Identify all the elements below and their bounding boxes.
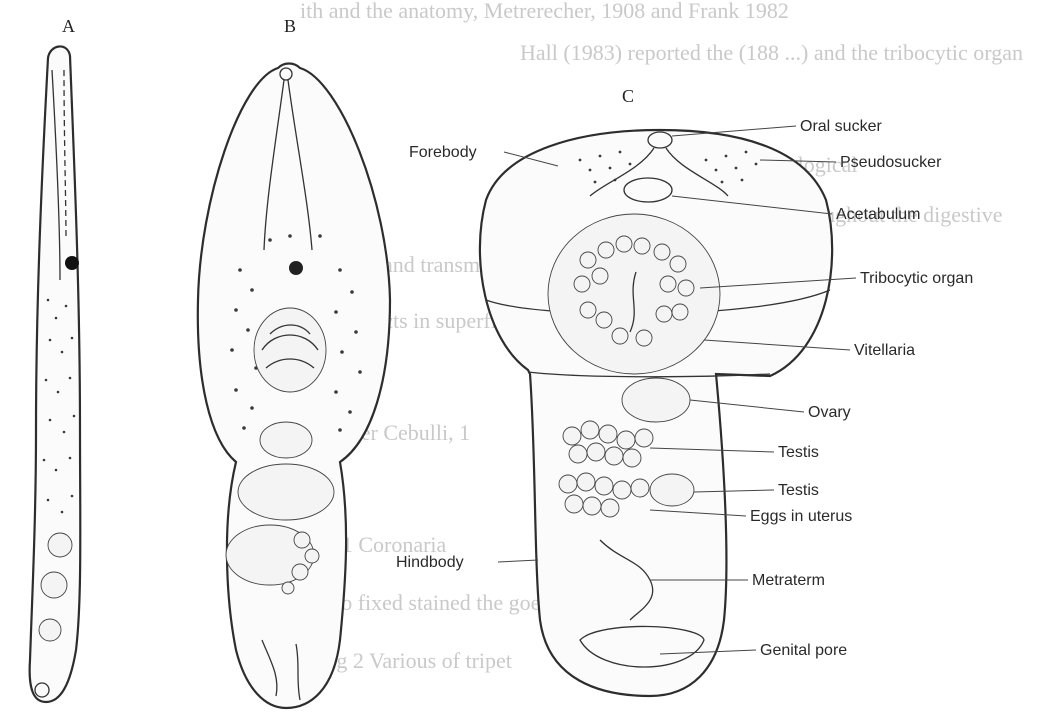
label-metraterm: Metraterm — [752, 572, 825, 589]
panel-label-c: C — [622, 86, 634, 106]
bg-line: Hall (1983) reported the (188 ...) and t… — [520, 40, 1023, 65]
specimen-a — [30, 46, 81, 702]
specimen-b-ovary — [260, 422, 312, 458]
specimen-a-body — [30, 46, 81, 702]
label-hindbody: Hindbody — [396, 554, 464, 571]
label-forebody: Forebody — [409, 144, 477, 161]
specimen-c-ovary — [622, 378, 690, 422]
specimen-a-testis — [41, 572, 67, 598]
bg-line: ith and the anatomy, Metrerecher, 1908 a… — [300, 0, 789, 23]
specimen-b-testis — [238, 464, 334, 520]
specimen-c-tribocytic-organ — [548, 214, 720, 374]
specimen-c-egg-mass — [650, 474, 694, 506]
panel-label-a: A — [62, 16, 75, 36]
label-pseudosucker: Pseudosucker — [840, 154, 942, 171]
specimen-a-acetabulum — [65, 256, 79, 270]
bg-line: into fixed stained the goes — [318, 590, 549, 615]
label-vitellaria: Vitellaria — [854, 342, 915, 359]
label-ovary: Ovary — [808, 404, 851, 421]
label-tribocytic-organ: Tribocytic organ — [860, 270, 973, 287]
label-genital-pore: Genital pore — [760, 642, 847, 659]
specimen-b-acetabulum — [289, 261, 303, 275]
specimen-a-testis — [48, 533, 72, 557]
label-testis-1: Testis — [778, 444, 819, 461]
label-testis-2: Testis — [778, 482, 819, 499]
specimen-b-tribocytic-organ — [254, 308, 326, 392]
bg-line: Fig 2 Various of tripet — [318, 648, 512, 673]
leader-hindbody — [498, 560, 538, 562]
specimen-a-ovary — [39, 619, 61, 641]
label-eggs-in-uterus: Eggs in uterus — [750, 508, 852, 525]
panel-label-b: B — [284, 16, 296, 36]
label-acetabulum: Acetabulum — [836, 206, 921, 223]
label-oral-sucker: Oral sucker — [800, 118, 882, 135]
